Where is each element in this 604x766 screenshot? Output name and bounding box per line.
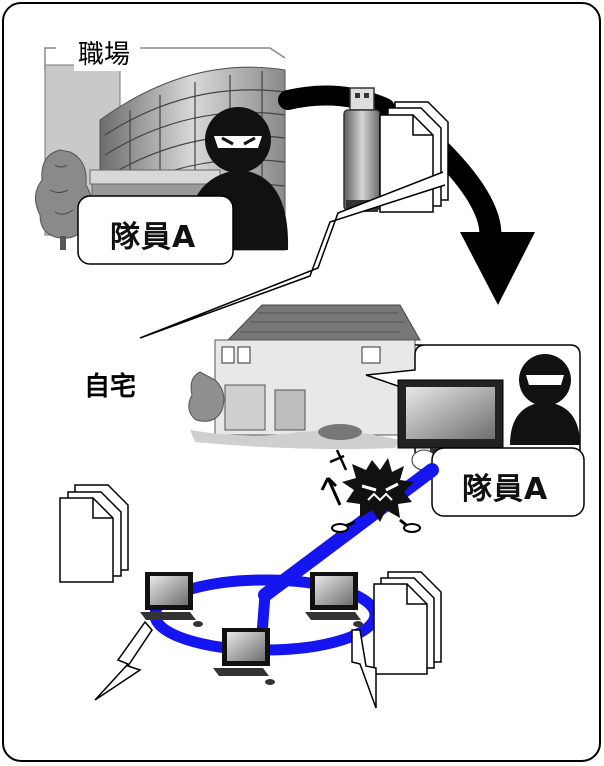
callout-pointer: [139, 171, 446, 339]
virus-icon: [320, 449, 421, 533]
desktop-computer-icon: [305, 572, 363, 627]
lightning-icon: [94, 620, 153, 701]
usb-drive-icon: [343, 87, 381, 212]
member-a-callout-bottom: [431, 447, 585, 517]
masked-person-icon: [510, 354, 580, 445]
desktop-computer-icon: [213, 628, 275, 685]
document-stack-icon: [59, 484, 129, 583]
house-icon: [188, 304, 421, 450]
member-a-callout-top: [77, 195, 234, 265]
workplace-label: 職場: [74, 34, 135, 71]
monitor-icon: [397, 379, 504, 471]
member-a-label-top: 隊員A: [110, 220, 197, 255]
lightning-icon: [351, 629, 377, 709]
desktop-computer-icon: [140, 572, 203, 627]
curved-arrow-icon: [278, 85, 535, 305]
member-a-label-bottom: 隊員A: [462, 472, 549, 507]
document-stack-icon: [373, 571, 442, 675]
home-label: 自宅: [84, 372, 137, 402]
